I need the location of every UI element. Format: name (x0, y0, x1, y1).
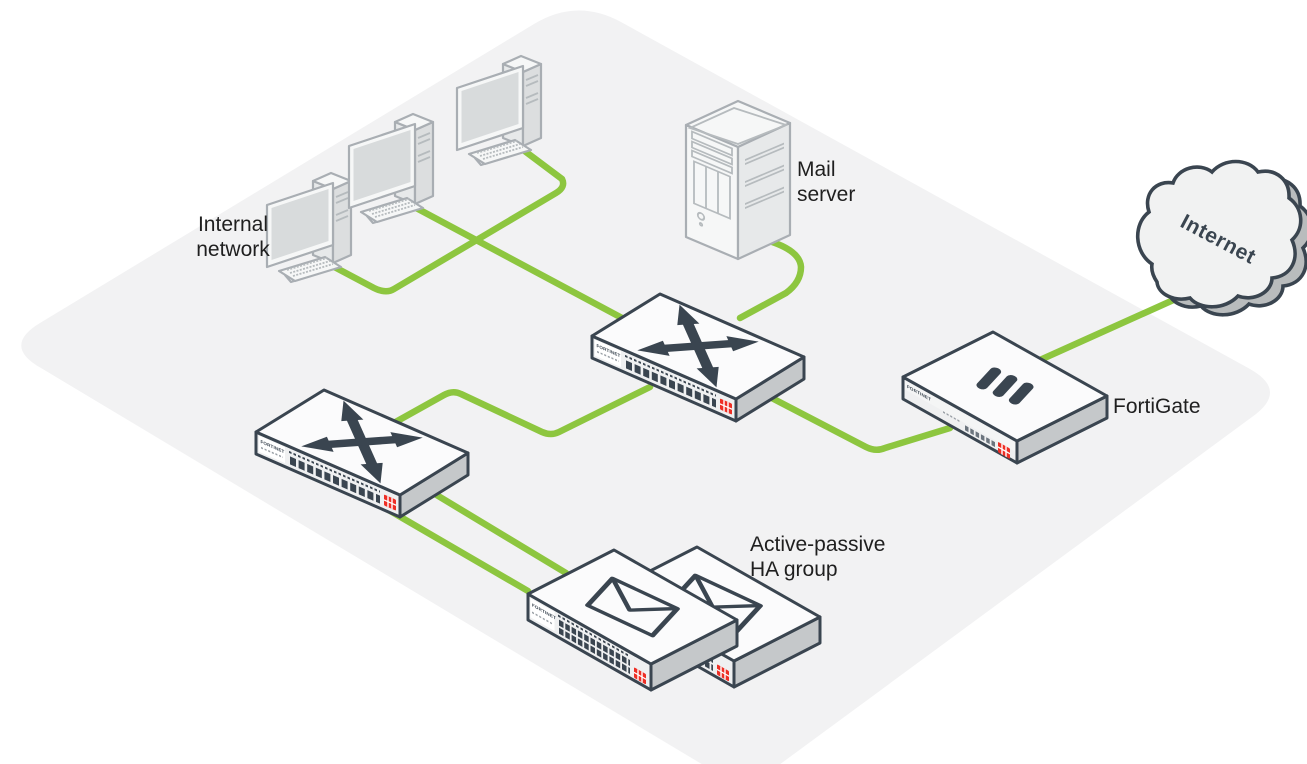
mail-server-device (684, 99, 792, 261)
diagram-labels: Internal network Mail server FortiGate A… (196, 158, 1200, 581)
cable-lower-switch-upper-switch (388, 383, 654, 438)
cable-lower-switch-ha-2 (376, 501, 532, 595)
fortigate-label: FortiGate (1113, 395, 1201, 418)
network-cables (321, 142, 1204, 595)
mail-server-label-line2: server (797, 183, 855, 206)
cloud-body (1135, 159, 1303, 309)
ha-group-label-line1: Active-passive (750, 533, 885, 556)
fortinet-logo-icon (998, 442, 1010, 459)
internet-cloud: Internet (1135, 159, 1307, 317)
mail-server-label-line1: Mail (797, 158, 836, 181)
internal-network-label-line2: network (196, 238, 270, 261)
cable-lower-switch-ha-1 (416, 481, 570, 577)
cable-upper-switch-fortigate (762, 391, 954, 453)
fortigate-fins-icon (976, 367, 1034, 405)
fortigate-device: FORTINET (901, 330, 1109, 465)
cable-pc2-upper-switch (401, 198, 626, 322)
ha-group-label-line2: HA group (750, 558, 838, 581)
internal-network-label-line1: Internal (198, 213, 268, 236)
cable-mailserver-upper-switch (736, 236, 805, 322)
